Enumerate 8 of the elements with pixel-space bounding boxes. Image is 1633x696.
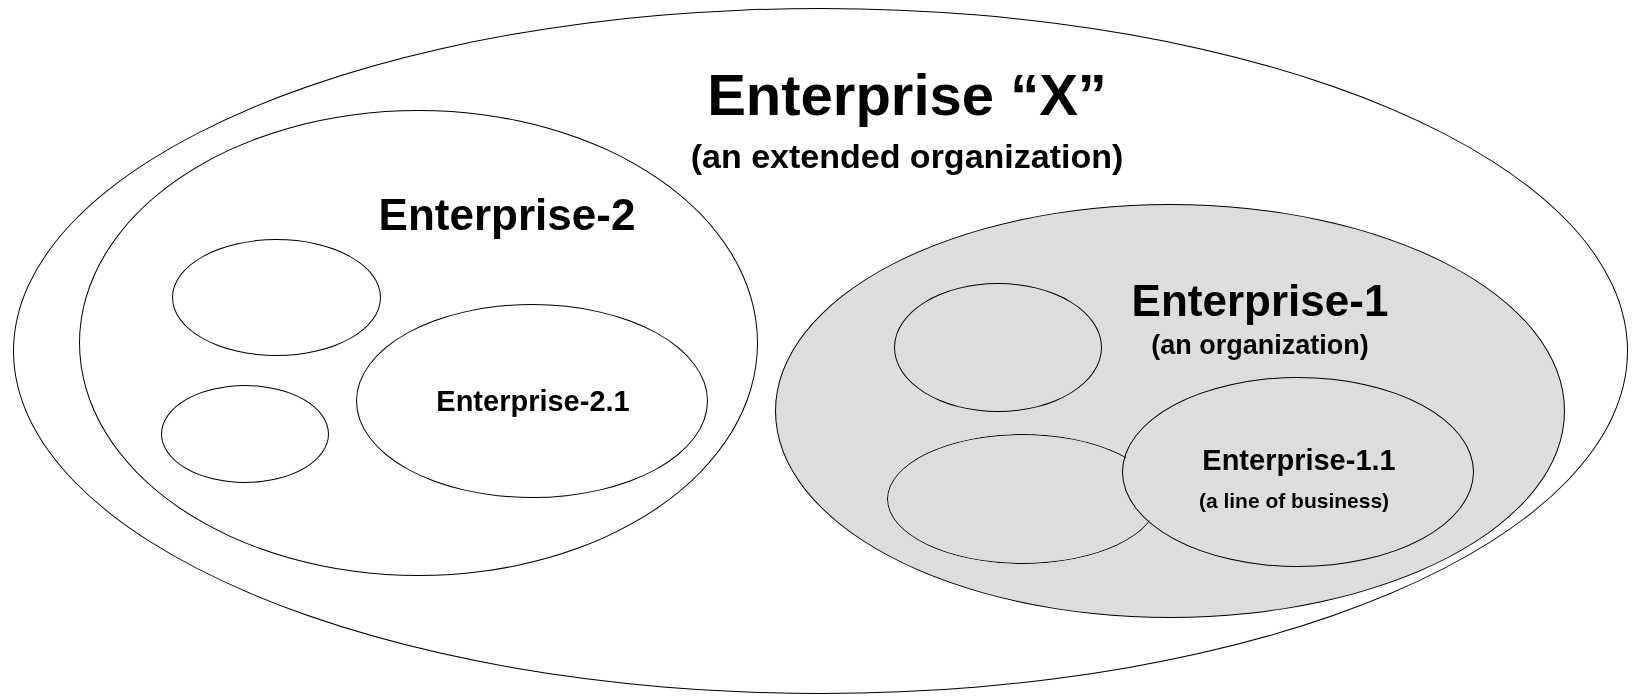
subheading: (an extended organization) <box>690 138 1124 176</box>
subheading: (a line of business) <box>1198 489 1390 513</box>
heading: Enterprise-2.1 <box>436 386 630 418</box>
heading: Enterprise-2 <box>378 190 636 240</box>
subheading: (an organization) <box>1151 331 1369 361</box>
heading: Enterprise “X” <box>707 63 1107 127</box>
heading: Enterprise-1 <box>1131 276 1389 326</box>
heading: Enterprise-1.1 <box>1202 445 1396 477</box>
